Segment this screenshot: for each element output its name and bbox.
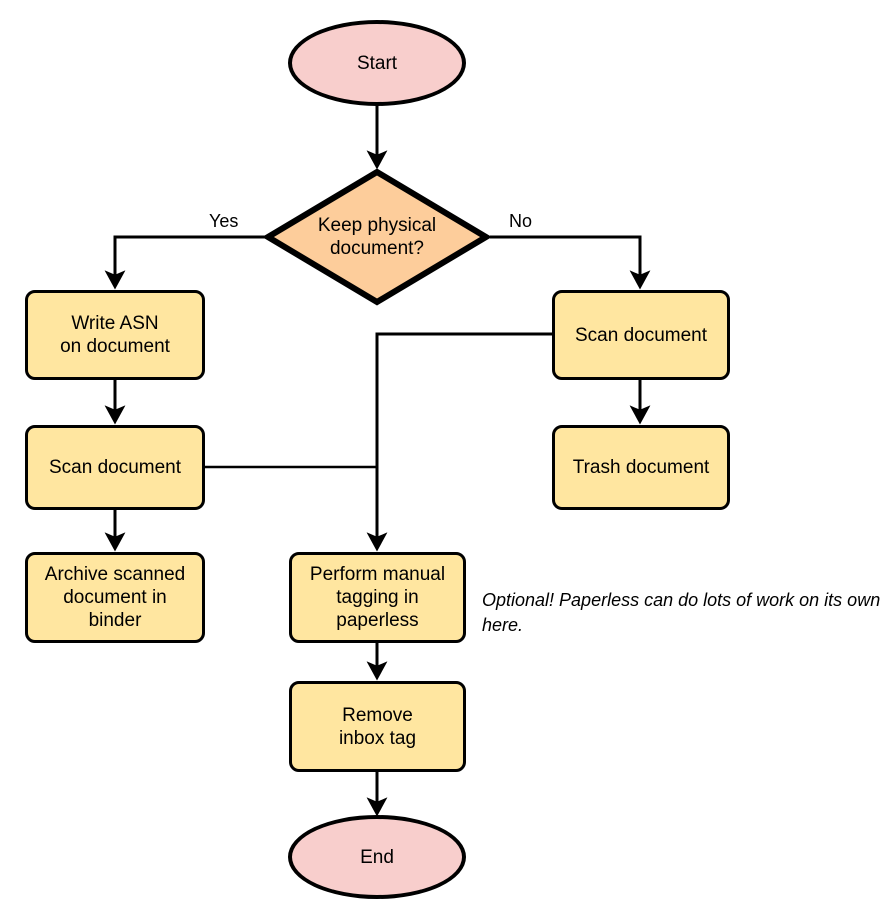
node-end-label: End	[360, 846, 394, 868]
node-write-asn[interactable]: Write ASN on document	[25, 290, 205, 380]
node-trash-document-label: Trash document	[572, 457, 710, 478]
node-start-label: Start	[356, 52, 398, 74]
annotation-optional-note: Optional! Paperless can do lots of work …	[482, 590, 881, 635]
edge-label-yes: Yes	[209, 211, 239, 231]
diamond-shape	[262, 168, 492, 306]
node-scan-document-right-label: Scan document	[574, 324, 708, 346]
edge-no-to-scan-right	[490, 235, 651, 290]
node-perform-manual-tagging-label: Perform manual tagging in paperless	[309, 564, 446, 631]
node-scan-document-left[interactable]: Scan document	[25, 425, 205, 510]
node-archive-scanned-document[interactable]: Archive scanned document in binder	[25, 552, 205, 643]
node-remove-inbox-tag-label: Remove inbox tag	[338, 704, 417, 749]
node-trash-document[interactable]: Trash document	[552, 425, 730, 510]
node-remove-inbox-tag[interactable]: Remove inbox tag	[289, 681, 466, 772]
node-scan-document-right[interactable]: Scan document	[552, 290, 730, 380]
node-keep-physical-document[interactable]: Keep physical document?	[262, 168, 492, 306]
node-perform-manual-tagging[interactable]: Perform manual tagging in paperless	[289, 552, 466, 643]
node-end[interactable]: End	[288, 815, 466, 899]
node-archive-scanned-document-label: Archive scanned document in binder	[44, 564, 186, 631]
edge-scan-right-to-tagging	[366, 332, 552, 552]
edge-label-no: No	[509, 211, 533, 231]
node-start[interactable]: Start	[288, 20, 466, 106]
edge-yes-to-write-asn	[104, 235, 265, 290]
node-scan-document-left-label: Scan document	[48, 457, 182, 478]
node-keep-physical-document-label: Keep physical document?	[317, 215, 437, 259]
node-write-asn-label: Write ASN on document	[60, 313, 170, 357]
